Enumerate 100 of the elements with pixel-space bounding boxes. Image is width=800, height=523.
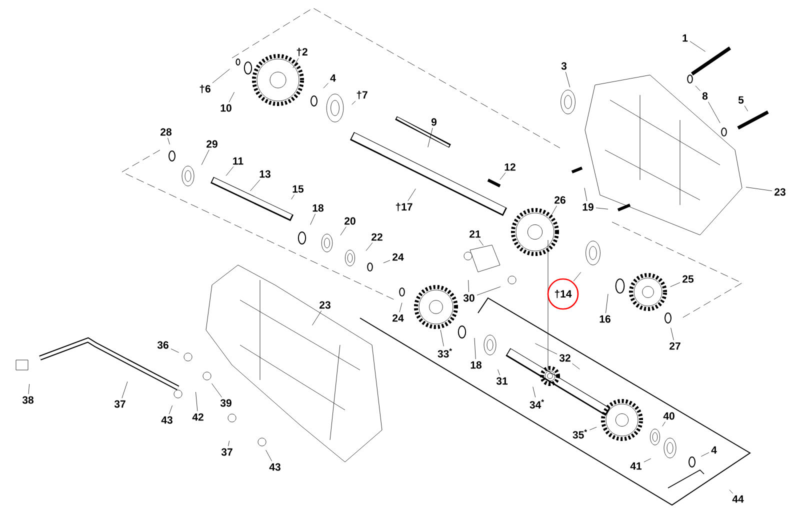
leader-line (572, 363, 580, 370)
leader-line (532, 386, 536, 398)
callout-number: 35$^{*}$ (572, 429, 588, 439)
callout-number: 5 (738, 96, 744, 104)
callout-number: 3 (561, 62, 567, 70)
leader-line (690, 41, 706, 52)
callout-number: 20 (344, 217, 356, 225)
leader-line (744, 106, 748, 112)
callout-number: 1 (682, 34, 688, 42)
callout-number: 29 (206, 140, 218, 148)
callout-number: 11 (233, 157, 244, 165)
callout-number: 15 (292, 185, 304, 193)
callout-number: 18 (312, 204, 324, 212)
callout-number: 24 (392, 253, 404, 261)
callout-number: †2 (296, 48, 308, 56)
callout-number: 4 (330, 74, 336, 82)
leader-line (428, 128, 433, 148)
leader-line (310, 214, 316, 225)
callout-number: 10 (220, 104, 232, 112)
leader-line (196, 392, 198, 412)
leader-line (28, 384, 30, 394)
callout-number: 27 (670, 342, 680, 350)
callout-number: 26 (554, 196, 566, 204)
leader-line (498, 369, 500, 376)
callout-number: 16 (600, 315, 610, 323)
callout-number: 31 (496, 377, 508, 385)
callout-number: 30 (463, 294, 474, 302)
callout-number: 13 (260, 170, 270, 178)
leader-line (168, 138, 170, 145)
leader-line (168, 405, 172, 414)
leader-line (352, 100, 356, 105)
callout-number: 43 (161, 416, 172, 424)
callout-number: †7 (356, 90, 368, 100)
callout-number: 23 (320, 301, 330, 309)
leader-line (340, 226, 346, 236)
leader-line (292, 58, 299, 68)
callout-number: 37 (221, 448, 232, 456)
leader-line (440, 330, 444, 346)
callout-number: 19 (582, 203, 594, 211)
callout-number: †17 (396, 202, 412, 212)
leader-line (122, 381, 128, 398)
leader-line (212, 68, 230, 84)
callout-number: 22 (372, 233, 382, 241)
callout-number: 42 (192, 413, 204, 421)
leader-line (700, 452, 710, 457)
callout-number: 12 (504, 163, 516, 171)
leader-line (468, 280, 469, 292)
callout-number: 21 (470, 230, 481, 238)
leader-line (250, 179, 260, 192)
callout-number: 24 (392, 314, 404, 322)
leader-line (565, 72, 570, 88)
callout-number: 44 (732, 495, 744, 503)
leader-line (550, 206, 557, 216)
callout-number: 4 (711, 446, 717, 454)
leader-line (266, 450, 272, 462)
callout-number: 28 (160, 128, 172, 136)
leader-line (226, 166, 234, 176)
callout-number: †14 (547, 278, 579, 310)
leader-line (474, 338, 476, 360)
leader-line (312, 310, 322, 326)
leader-line (535, 343, 558, 354)
leader-line (729, 490, 734, 494)
leader-line (596, 208, 608, 210)
callout-number: 37 (114, 400, 126, 408)
callout-number: 38 (22, 396, 34, 404)
leader-line (606, 294, 608, 314)
callout-number: 25 (682, 275, 694, 283)
leader-line (476, 286, 501, 296)
leader-line (291, 194, 295, 200)
callout-number: 23 (774, 188, 786, 196)
callout-number: †6 (200, 84, 210, 94)
callout-number: 43 (269, 463, 280, 471)
leader-line (399, 302, 402, 312)
leader-line (383, 260, 390, 264)
leader-line (323, 82, 328, 88)
callout-number: 40 (663, 412, 674, 420)
leader-line (500, 172, 506, 180)
leader-line (201, 150, 210, 166)
leader-line (573, 272, 582, 282)
leader-line (670, 282, 680, 287)
leader-line (662, 422, 666, 426)
leader-line (644, 458, 652, 462)
leader-line (708, 102, 720, 124)
leader-line (170, 348, 179, 353)
callout-number: 36 (157, 341, 168, 349)
leader-line (366, 242, 373, 251)
leader-line (746, 186, 772, 192)
callout-number: 9 (431, 118, 437, 126)
leader-line (228, 92, 234, 102)
leader-line (212, 383, 222, 398)
leader-line (408, 188, 416, 201)
leader-line (589, 426, 597, 430)
callout-number: 41 (630, 462, 642, 470)
leader-line (695, 86, 700, 92)
callout-number: 34$^{*}$ (530, 399, 544, 409)
callout-number: 39 (220, 399, 232, 407)
leader-line (584, 188, 588, 202)
leader-line (228, 440, 230, 446)
leader-line (670, 328, 674, 340)
leader-line (478, 239, 484, 246)
